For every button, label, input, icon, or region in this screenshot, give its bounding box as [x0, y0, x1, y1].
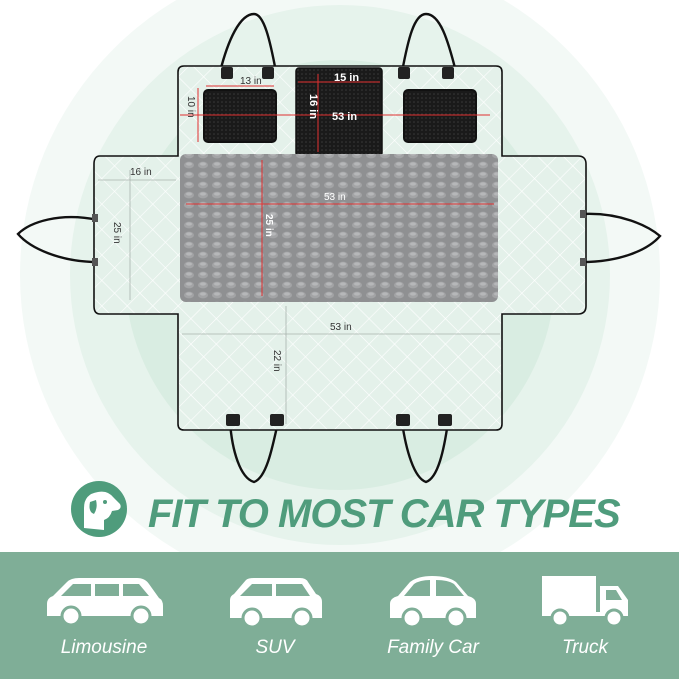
strap-bottom-left [228, 421, 280, 484]
strap-top-right [400, 12, 458, 73]
car-type-limousine: Limousine [29, 552, 179, 679]
dim-mesh-width: 15 in [334, 72, 359, 84]
dim-bottom-length: 53 in [330, 322, 352, 333]
buckles-top [221, 67, 454, 79]
dimension-lines [180, 74, 494, 296]
mesh-window-left [203, 89, 277, 143]
station-wagon-icon [47, 578, 163, 627]
car-type-family-car: Family Car [358, 552, 508, 679]
car-type-suv: SUV [200, 552, 350, 679]
headline: FIT TO MOST CAR TYPES [68, 478, 628, 558]
strap-left [16, 216, 99, 264]
car-label-suv: SUV [255, 637, 295, 658]
dim-mesh-length: 53 in [332, 111, 357, 123]
seat-cover-diagram: 13 in 10 in 15 in 16 in 53 in 16 in 25 i… [16, 12, 662, 484]
sedan-icon [390, 576, 476, 629]
suv-icon [230, 578, 322, 629]
strap-top-left [218, 12, 278, 73]
dim-mesh-height: 16 in [307, 94, 319, 119]
truck-icon [542, 576, 628, 628]
car-type-truck: Truck [510, 552, 660, 679]
buckles-bottom [226, 414, 452, 426]
dog-head-icon [71, 481, 127, 537]
dim-side-height: 25 in [111, 222, 122, 244]
dimension-lines-gray [98, 170, 500, 424]
side-clips [92, 210, 586, 266]
dim-bottom-depth: 22 in [271, 350, 282, 372]
strap-bottom-right [400, 421, 450, 484]
dim-seat-length: 53 in [324, 192, 346, 203]
dim-seat-depth: 25 in [263, 214, 274, 237]
car-label-limousine: Limousine [60, 637, 148, 658]
car-types-band: Limousine SUV Family Car Truck [0, 552, 679, 679]
headline-text: FIT TO MOST CAR TYPES [148, 492, 621, 536]
car-label-truck: Truck [561, 637, 609, 658]
dim-window-height: 10 in [185, 96, 196, 118]
dim-side-width: 16 in [130, 167, 152, 178]
dim-window-width: 13 in [240, 76, 262, 87]
mesh-window-right [403, 89, 477, 143]
strap-right [581, 212, 662, 264]
plush-seat-mat [180, 154, 498, 302]
car-label-family-car: Family Car [387, 637, 479, 658]
